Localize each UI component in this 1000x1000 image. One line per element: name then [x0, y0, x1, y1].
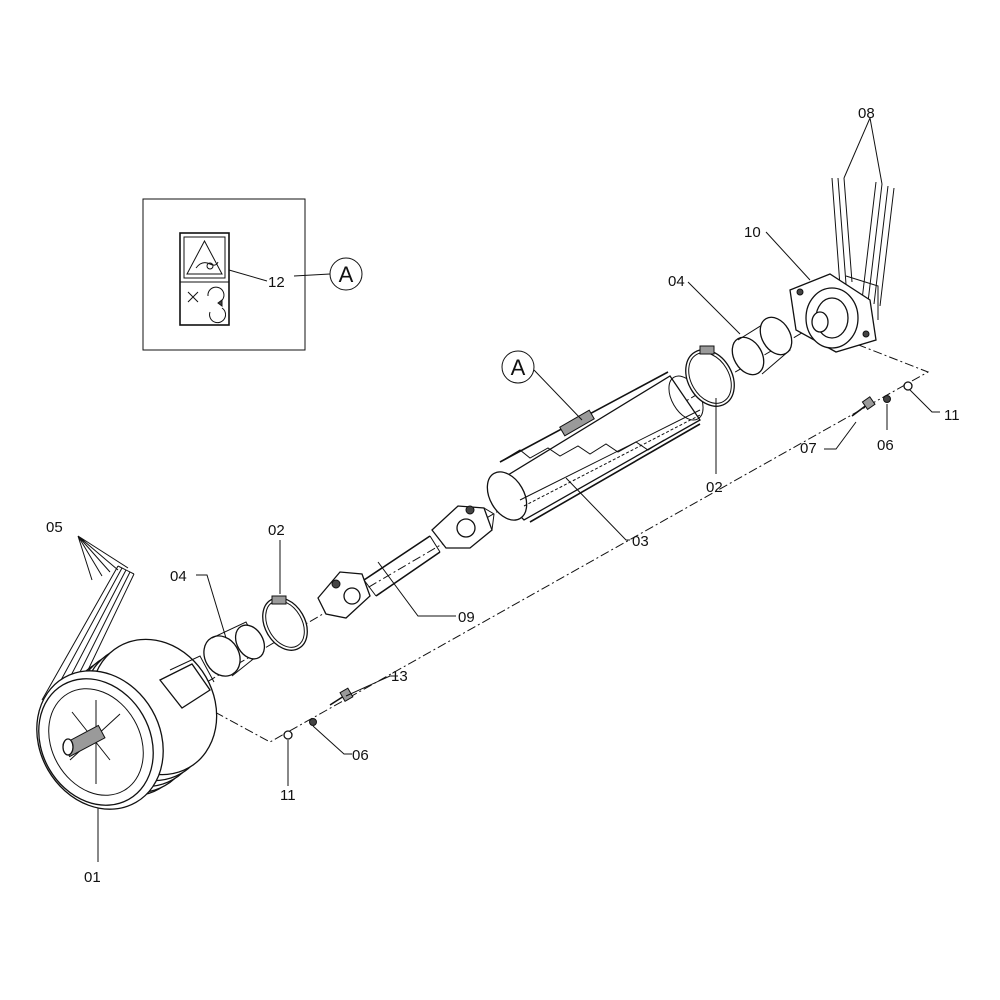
- detail-marker-a-shaft: A: [511, 355, 526, 380]
- callout-04-right: 04: [668, 273, 685, 290]
- hose-clamp-left: [262, 595, 308, 651]
- callout-12: 12: [268, 274, 285, 291]
- callout-05: 05: [46, 519, 63, 536]
- drive-pulley: [36, 638, 218, 810]
- washer-right: [883, 395, 891, 403]
- safety-decal: [179, 232, 230, 326]
- callout-07: 07: [800, 440, 817, 457]
- bush-left: [203, 621, 266, 677]
- bush-right: [731, 316, 793, 376]
- callout-11-right: 11: [944, 407, 960, 424]
- callout-13: 13: [391, 668, 408, 685]
- screw-right: [851, 396, 876, 417]
- hose-clamp-right: [685, 345, 735, 407]
- callout-09: 09: [458, 609, 475, 626]
- hand-entanglement-warning-icon: [183, 236, 226, 279]
- callout-08: 08: [858, 105, 875, 122]
- rotating-part-prohibition-icon: [187, 286, 226, 324]
- screw-left: [329, 687, 354, 706]
- callout-06-right: 06: [877, 437, 894, 454]
- nut-right: [903, 381, 913, 391]
- callout-labels: 05 01 04 02 09 03 04 02 10 08 07 06 11 1…: [46, 105, 960, 886]
- callout-11-left: 11: [280, 787, 296, 804]
- detail-marker-circle-shaft: [501, 350, 535, 384]
- washer-left: [309, 718, 317, 726]
- bearing-housing: [789, 273, 879, 353]
- shaft-guard-tube: [486, 371, 704, 523]
- detail-inset-a: 12 A: [142, 198, 363, 351]
- callout-02-left: 02: [268, 522, 285, 539]
- leader-lines: [77, 117, 940, 862]
- callout-03: 03: [632, 533, 649, 550]
- callout-06-left: 06: [352, 747, 369, 764]
- nut-left: [283, 730, 293, 740]
- callout-01: 01: [84, 869, 101, 886]
- callout-02-right: 02: [706, 479, 723, 496]
- v-belts-right: [831, 177, 895, 307]
- callout-04-left: 04: [170, 568, 187, 585]
- v-belts-left: [41, 565, 135, 717]
- shaft-center-axis: [177, 325, 930, 743]
- callout-10: 10: [744, 224, 761, 241]
- detail-marker-circle: [329, 257, 363, 291]
- detail-marker-a-inset: A: [339, 262, 354, 287]
- cardan-shaft: [317, 505, 495, 619]
